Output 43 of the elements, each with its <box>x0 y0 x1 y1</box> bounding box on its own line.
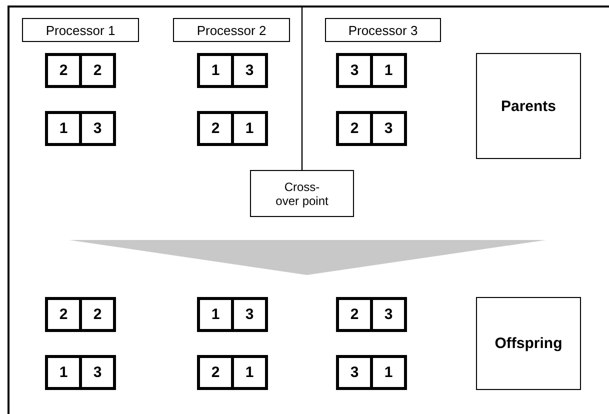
gene-value: 3 <box>79 358 113 387</box>
group-box: Parents <box>476 53 581 159</box>
chromosome-box <box>45 355 116 390</box>
processor-label: Processor 1 <box>22 18 139 42</box>
chromosome-box <box>45 53 116 88</box>
gene-value: 2 <box>210 363 221 383</box>
gene-value: 2 <box>349 119 360 139</box>
chromosome-box <box>45 111 116 146</box>
chromosome-box <box>45 297 116 332</box>
callout-box: Cross-over point <box>250 170 354 217</box>
gene-value: 1 <box>58 363 69 383</box>
chromosome-box <box>197 53 268 88</box>
gene-value: 2 <box>79 56 113 85</box>
gene-value: 2 <box>349 305 360 325</box>
gene-value: 1 <box>370 56 404 85</box>
gene-value: 2 <box>210 119 221 139</box>
chromosome-box <box>197 111 268 146</box>
gene-value: 2 <box>79 300 113 329</box>
group-box: Offspring <box>476 297 581 390</box>
gene-value: 1 <box>58 119 69 139</box>
gene-value: 1 <box>210 61 221 81</box>
chromosome-box <box>336 111 407 146</box>
gene-value: 1 <box>231 114 265 143</box>
gene-value: 1 <box>231 358 265 387</box>
gene-value: 3 <box>79 114 113 143</box>
gene-value: 3 <box>231 300 265 329</box>
gene-value: 1 <box>210 305 221 325</box>
chromosome-box <box>197 355 268 390</box>
processor-label: Processor 2 <box>173 18 290 42</box>
gene-value: 3 <box>349 61 360 81</box>
gene-value: 3 <box>370 300 404 329</box>
gene-value: 1 <box>370 358 404 387</box>
chromosome-box <box>336 53 407 88</box>
leader-line <box>301 6 303 170</box>
chromosome-box <box>197 297 268 332</box>
gene-value: 3 <box>231 56 265 85</box>
chromosome-box <box>336 355 407 390</box>
chromosome-box <box>336 297 407 332</box>
gene-value: 3 <box>370 114 404 143</box>
gene-value: 3 <box>349 363 360 383</box>
gene-value: 2 <box>58 305 69 325</box>
processor-label: Processor 3 <box>325 18 441 42</box>
gene-value: 2 <box>58 61 69 81</box>
